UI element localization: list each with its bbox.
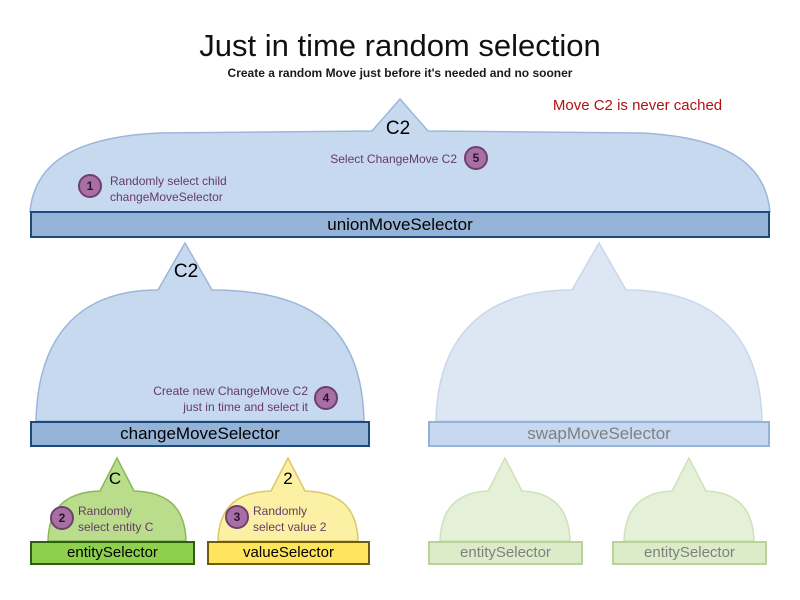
diagram-title: Just in time random selection [199, 28, 601, 63]
step-4-circle: 4 [314, 386, 338, 410]
union-move-selector-bar: unionMoveSelector [30, 211, 770, 238]
step-2-line-1: Randomly [78, 504, 133, 518]
step-3-circle: 3 [225, 505, 249, 529]
swap-move-selector-label: swapMoveSelector [527, 424, 671, 443]
union-arch-shape [29, 97, 771, 213]
step-3-line-2: select value 2 [253, 520, 327, 534]
change-arch-shape [35, 241, 365, 422]
step-2-line-2: select entity C [78, 520, 154, 534]
entity-faded-right-arch-shape [623, 456, 755, 542]
step-5-circle: 5 [464, 146, 488, 170]
step-1-line-2: changeMoveSelector [110, 190, 223, 204]
step-1-line-1: Randomly select child [110, 174, 227, 188]
step-2-label: Randomly select entity C [78, 503, 188, 535]
step-3-line-1: Randomly [253, 504, 308, 518]
step-5-label: Select ChangeMove C2 [295, 151, 457, 167]
step-4-label: Create new ChangeMove C2 just in time an… [118, 383, 308, 415]
diagram-subtitle: Create a random Move just before it's ne… [227, 66, 573, 80]
value-selector-bar: valueSelector [207, 541, 370, 565]
entity-selector-label: entitySelector [67, 544, 158, 561]
never-cached-note: Move C2 is never cached [552, 97, 723, 114]
change-move-selector-label: changeMoveSelector [120, 424, 280, 443]
change-output-move-label: C2 [173, 261, 199, 282]
entity-output-move-label: C [108, 469, 122, 488]
step-1-label: Randomly select child changeMoveSelector [110, 173, 290, 205]
step-4-line-1: Create new ChangeMove C2 [153, 384, 308, 398]
step-3-label: Randomly select value 2 [253, 503, 363, 535]
step-4-line-2: just in time and select it [183, 400, 308, 414]
swap-arch-shape-faded [435, 241, 763, 422]
entity-selector-faded-left-label: entitySelector [460, 544, 551, 561]
union-output-move-label: C2 [385, 118, 411, 139]
value-output-move-label: 2 [283, 469, 293, 488]
change-move-selector-bar: changeMoveSelector [30, 421, 370, 447]
swap-move-selector-bar: swapMoveSelector [428, 421, 770, 447]
step-1-circle: 1 [78, 174, 102, 198]
entity-selector-bar: entitySelector [30, 541, 195, 565]
entity-selector-faded-left-bar: entitySelector [428, 541, 583, 565]
value-selector-label: valueSelector [243, 544, 334, 561]
entity-selector-faded-right-label: entitySelector [644, 544, 735, 561]
union-move-selector-label: unionMoveSelector [327, 215, 473, 234]
entity-selector-faded-right-bar: entitySelector [612, 541, 767, 565]
step-2-circle: 2 [50, 506, 74, 530]
entity-faded-left-arch-shape [439, 456, 571, 542]
step-5-line-1: Select ChangeMove C2 [330, 152, 457, 166]
